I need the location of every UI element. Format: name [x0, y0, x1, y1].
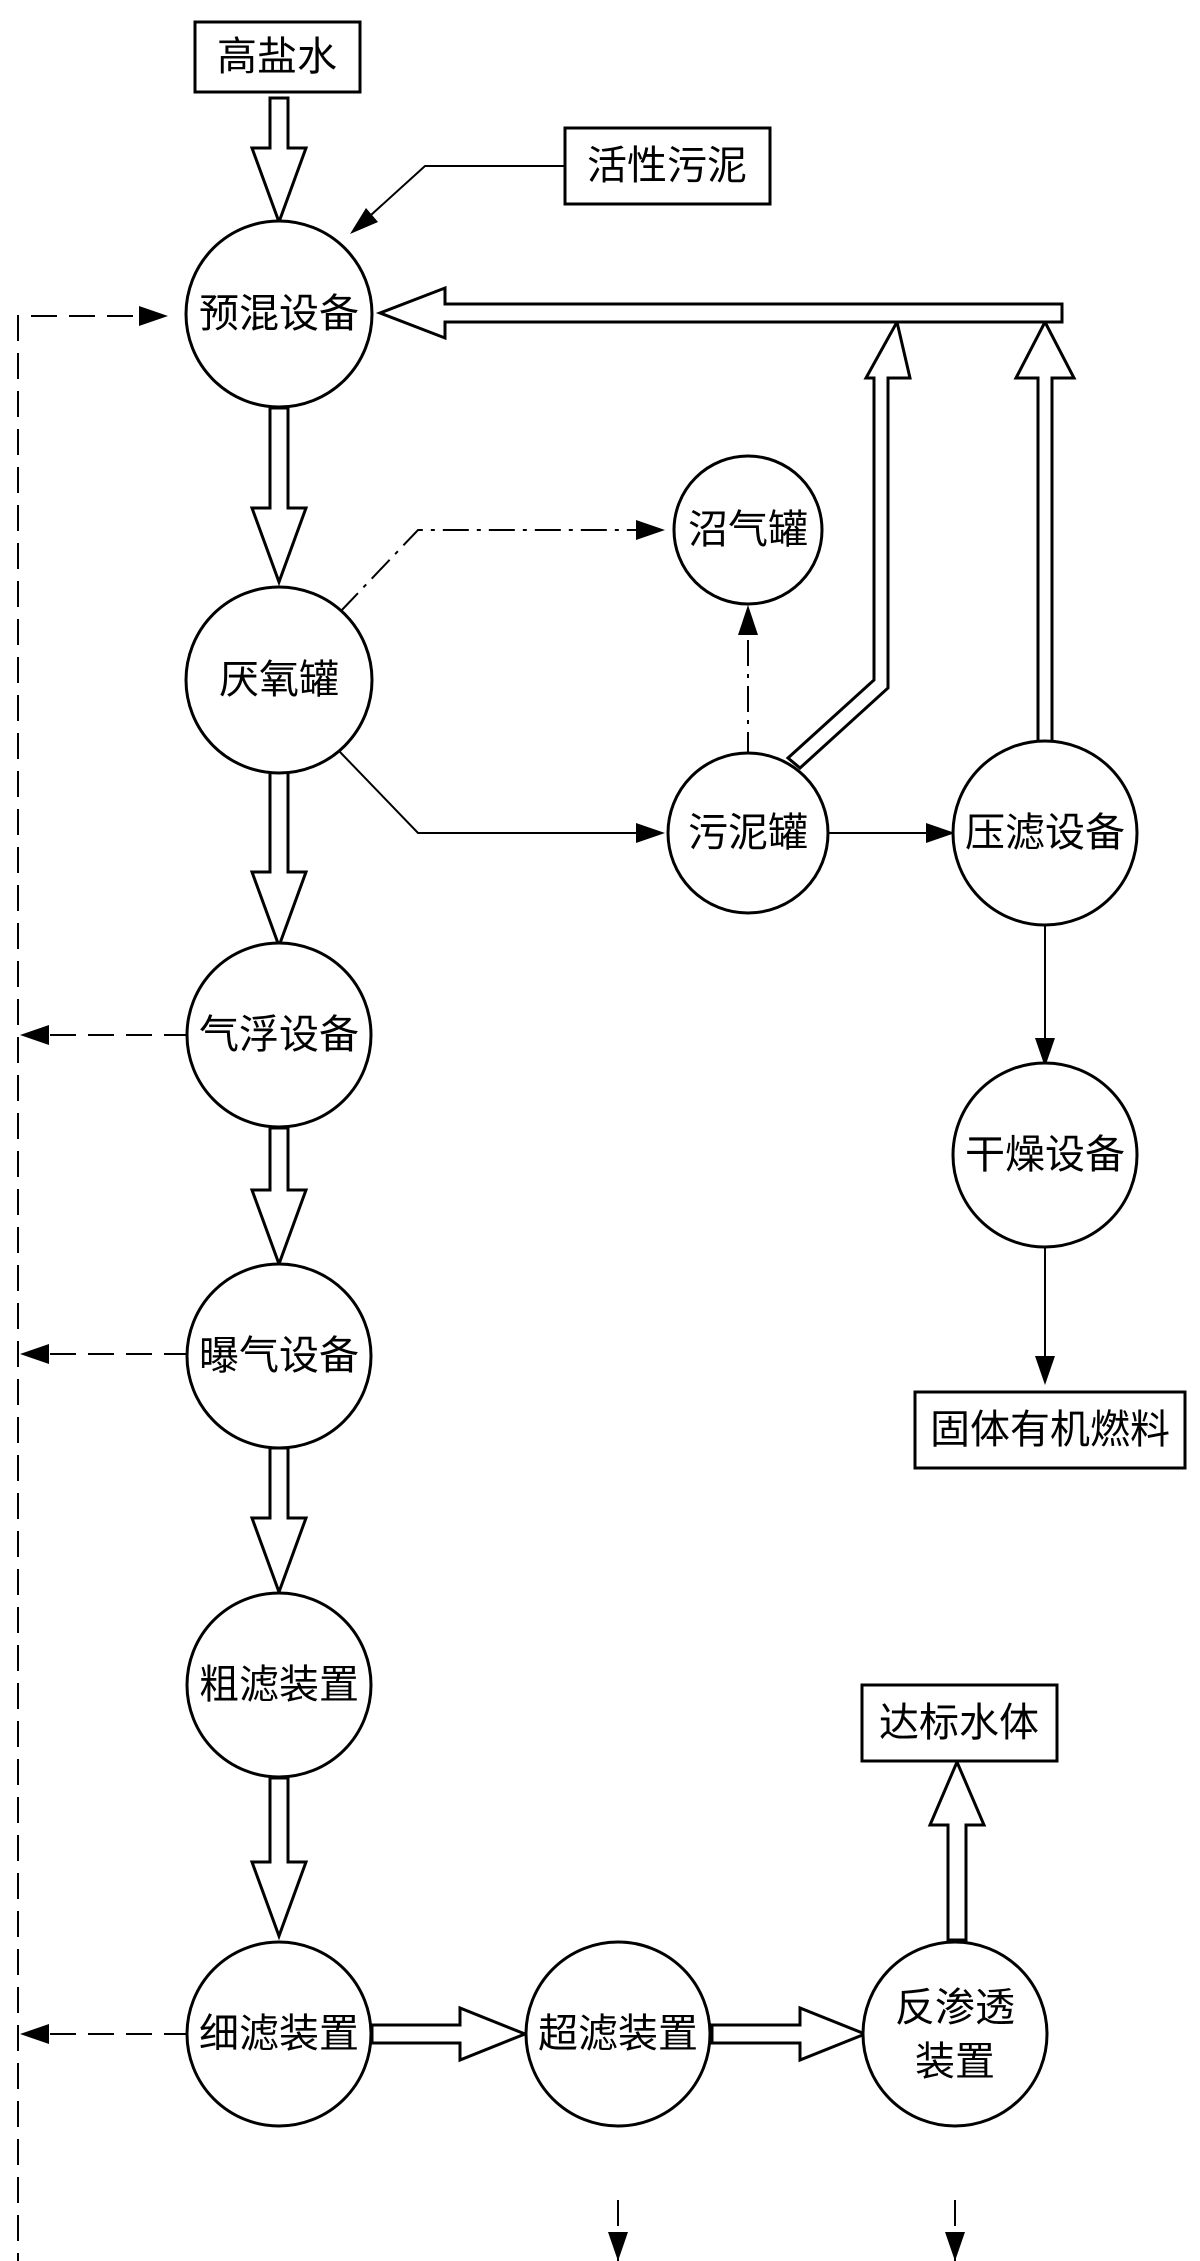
edge-drying-to-solid-fuel — [1035, 1231, 1055, 1385]
edge-return-to-premix — [375, 285, 1064, 341]
edge-sludge-to-filter-press — [818, 823, 955, 843]
node-air-flotation: 气浮设备 — [185, 941, 373, 1129]
arrowhead-recycle-premix — [139, 306, 168, 326]
arrowhead-recycle-fine — [20, 2024, 49, 2044]
node-premix: 预混设备 — [184, 219, 374, 409]
label-high-salt-water: 高盐水 — [217, 34, 337, 80]
node-filter-press: 压滤设备 — [951, 739, 1139, 927]
label-air-flotation: 气浮设备 — [199, 1012, 359, 1058]
arrowhead-recycle-coarse — [20, 1344, 49, 1364]
node-solid-fuel: 固体有机燃料 — [913, 1390, 1187, 1470]
edge-aeration-to-coarse-filter — [249, 1446, 309, 1597]
edge-sludge-tank-return — [785, 317, 912, 770]
edge-coarse-to-fine-filter — [249, 1776, 309, 1941]
label-premix: 预混设备 — [199, 291, 359, 337]
label-activated-sludge: 活性污泥 — [587, 143, 747, 189]
label-reverse-osmosis-line2: 装置 — [915, 2039, 995, 2085]
edge-dashed-recycle-loop — [17, 315, 956, 2261]
edge-filter-press-return — [1013, 318, 1077, 754]
edge-activated-sludge-to-premix — [350, 165, 565, 234]
edge-fine-to-ultrafiltration — [370, 2005, 530, 2063]
label-ultrafiltration: 超滤装置 — [538, 2011, 698, 2057]
node-drying: 干燥设备 — [951, 1061, 1139, 1249]
edge-filter-press-to-drying — [1035, 925, 1055, 1067]
node-reverse-osmosis: 反渗透 装置 — [861, 1940, 1049, 2128]
label-filter-press: 压滤设备 — [965, 810, 1125, 856]
arrowhead-recycle-flotation — [20, 1025, 49, 1045]
node-biogas-tank: 沼气罐 — [672, 454, 824, 606]
edge-ultrafiltration-to-ro — [710, 2005, 870, 2063]
node-sludge-tank: 污泥罐 — [666, 751, 830, 915]
label-drying: 干燥设备 — [965, 1132, 1125, 1178]
node-coarse-filter: 粗滤装置 — [185, 1591, 373, 1779]
label-compliant-water: 达标水体 — [879, 1700, 1039, 1746]
edge-sludge-to-biogas — [738, 605, 758, 758]
node-high-salt-water: 高盐水 — [193, 20, 362, 94]
label-coarse-filter: 粗滤装置 — [199, 1662, 359, 1708]
label-aeration: 曝气设备 — [199, 1333, 359, 1379]
edge-anaerobic-to-flotation — [249, 770, 309, 951]
node-fine-filter: 细滤装置 — [185, 1940, 373, 2128]
label-anaerobic-tank: 厌氧罐 — [219, 657, 339, 703]
edge-flotation-to-aeration — [249, 1126, 309, 1269]
label-biogas-tank: 沼气罐 — [688, 507, 808, 553]
node-compliant-water: 达标水体 — [860, 1683, 1059, 1763]
node-anaerobic-tank: 厌氧罐 — [184, 585, 374, 775]
label-reverse-osmosis-line1: 反渗透 — [895, 1985, 1015, 2031]
arrowhead-down-ro — [945, 2232, 965, 2261]
edge-ro-to-compliant-water — [927, 1758, 987, 1942]
arrowhead-down-ultrafiltration — [608, 2232, 628, 2261]
label-fine-filter: 细滤装置 — [199, 2011, 359, 2057]
edge-premix-to-anaerobic — [249, 406, 309, 587]
edge-high-salt-water-to-premix — [249, 96, 309, 227]
label-solid-fuel: 固体有机燃料 — [930, 1407, 1170, 1453]
edge-anaerobic-to-sludge — [339, 751, 665, 843]
node-ultrafiltration: 超滤装置 — [524, 1940, 712, 2128]
node-aeration: 曝气设备 — [185, 1262, 373, 1450]
label-sludge-tank: 污泥罐 — [688, 810, 808, 856]
node-activated-sludge: 活性污泥 — [563, 126, 772, 206]
edge-anaerobic-to-biogas — [339, 520, 665, 613]
